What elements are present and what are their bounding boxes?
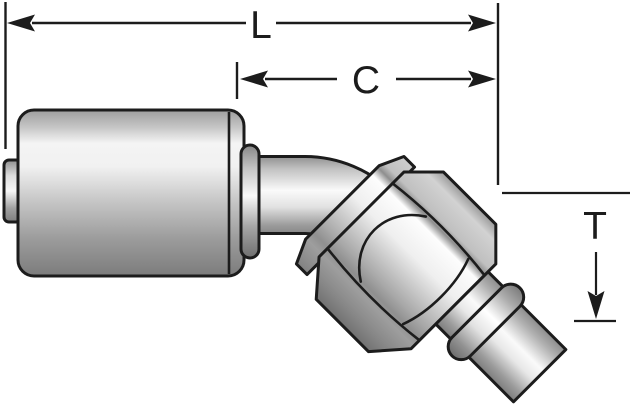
hex-chamfer-arc-back <box>358 213 428 283</box>
c-arrowhead-right-icon <box>468 70 496 88</box>
l-arrowhead-right-icon <box>468 14 496 32</box>
hex-face-edge-top <box>391 182 486 277</box>
t-arrowhead-down-icon <box>587 291 605 319</box>
dimension-label-L: L <box>250 4 272 47</box>
shell-collar <box>239 143 261 260</box>
dimension-label-C: C <box>352 59 380 102</box>
dimension-T: T <box>502 191 630 323</box>
c-arrowhead-left-icon <box>240 70 268 88</box>
hex-nut-back-washer <box>294 154 417 277</box>
swivel-hex-nut <box>314 170 498 354</box>
swivel-nut-assembly <box>294 154 568 404</box>
fitting-artwork <box>2 108 568 404</box>
dimension-callouts: L C T <box>4 2 630 323</box>
l-arrowhead-left-icon <box>7 14 35 32</box>
dimension-L: L <box>7 4 496 47</box>
crimp-shell <box>16 108 246 278</box>
bead-ring <box>446 282 526 362</box>
dimension-C: C <box>235 59 496 102</box>
hex-face-edge-bottom <box>326 247 421 342</box>
hex-chamfer-arc-front <box>401 257 470 326</box>
dimension-label-T: T <box>583 205 607 248</box>
